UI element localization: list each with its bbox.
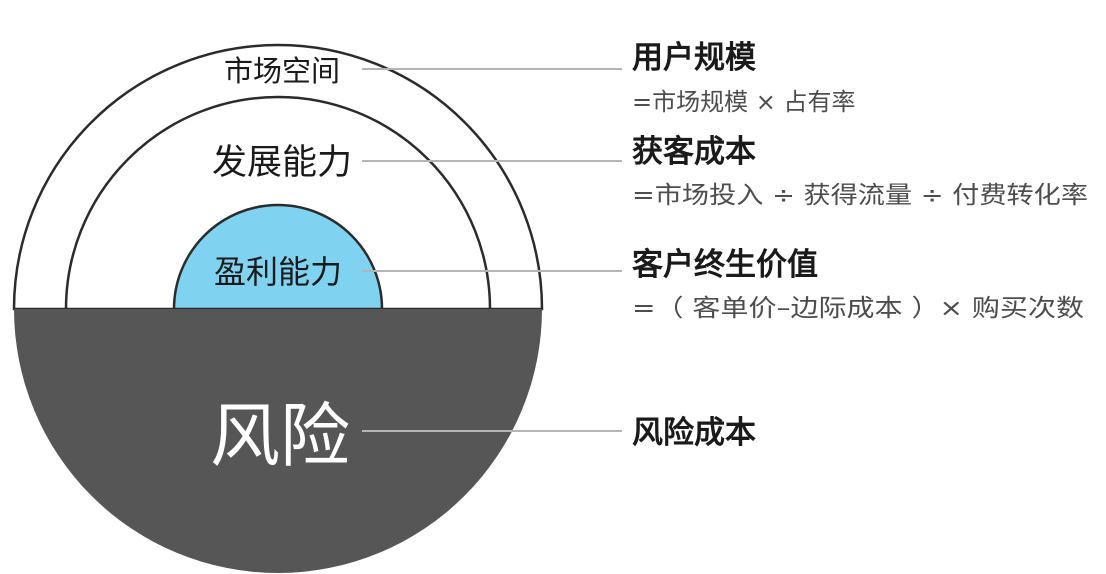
user-scale-title: 用户规模 [632, 40, 756, 76]
risk-label: 风险 [210, 395, 350, 477]
profitability-dome [172, 203, 384, 311]
profitability-label: 盈利能力 [214, 253, 342, 291]
risk-cost-title: 风险成本 [632, 415, 756, 451]
development-label: 发展能力 [212, 143, 352, 183]
acquisition-cost-formula: =市场投入 ÷ 获得流量 ÷ 付费转化率 [632, 181, 1088, 209]
market-space-label: 市场空间 [224, 54, 340, 88]
customer-lifetime-value-title: 客户终生价值 [632, 247, 818, 283]
acquisition-cost-title: 获客成本 [632, 134, 756, 170]
customer-lifetime-value-formula: =（ 客单价–边际成本 ）× 购买次数 [632, 294, 1084, 322]
risk-half [14, 309, 542, 573]
development-ring [64, 95, 492, 311]
user-scale-formula: =市场规模 × 占有率 [632, 88, 855, 116]
